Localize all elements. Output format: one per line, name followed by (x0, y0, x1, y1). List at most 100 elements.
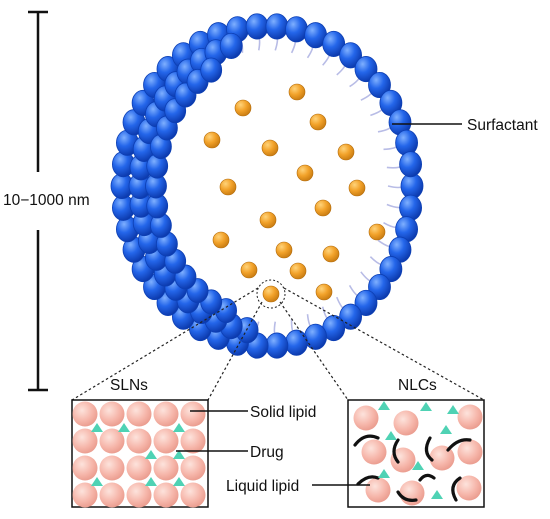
liquid-lipid-arc (418, 473, 436, 482)
core-drug-molecule (322, 245, 340, 263)
solid-lipid-particle (126, 428, 152, 454)
core-drug-molecule (259, 211, 277, 229)
solid-lipid-particle (72, 482, 98, 508)
liquid-lipid-arc (392, 438, 400, 464)
surfactant-head (395, 129, 419, 156)
core-drug-molecule (203, 131, 221, 149)
core-drug-molecule (289, 262, 307, 280)
solid-lipid-particle (153, 455, 179, 481)
surfactant-head (245, 13, 269, 40)
solid-lipid-particle (457, 404, 483, 430)
solid-lipid-particle (393, 410, 419, 436)
sln-lipid-grid (72, 401, 206, 508)
solid-lipid-particle (126, 401, 152, 427)
zoom-line-nlc-right (283, 287, 485, 401)
solid-lipid-particle (457, 439, 483, 465)
surfactant-head (219, 32, 243, 59)
surfactant-head (354, 56, 378, 83)
solid-lipid-particle (353, 405, 379, 431)
surfactant-head (379, 256, 403, 283)
drug-triangle (431, 490, 443, 499)
drug-triangle (378, 469, 390, 478)
zoom-line-sln-right (207, 301, 263, 401)
surfactant-head (304, 323, 328, 350)
surfactant-head (339, 303, 363, 330)
core-drug-molecule (219, 178, 237, 196)
solid-lipid-particle (126, 482, 152, 508)
solid-lipid-particle (99, 401, 125, 427)
core-drug-molecule (212, 231, 230, 249)
drug-triangle (385, 431, 397, 440)
nlc-contents (353, 401, 483, 506)
core-drug-molecule (262, 285, 280, 303)
scale-bar-label: 10−1000 nm (3, 192, 90, 209)
nanoparticle (110, 13, 424, 359)
solid-lipid-particle (365, 477, 391, 503)
surfactant-head (285, 329, 308, 356)
core-drug-molecule (261, 139, 279, 157)
zoom-lines (71, 287, 485, 401)
drug-triangle (173, 477, 185, 486)
solid-lipid-particle (72, 428, 98, 454)
surfactant-head (354, 289, 378, 316)
nlc-panel (347, 399, 485, 508)
scale-bar: 10−1000 nm (3, 10, 90, 392)
liquid-lipid-arc (396, 490, 418, 502)
liquid-lipid-arc (356, 475, 380, 486)
core-drug-molecule (309, 113, 327, 131)
drug-triangle (440, 425, 452, 434)
core-drug-molecule (314, 199, 332, 217)
surfactant-head (339, 42, 363, 69)
solid-lipid-particle (99, 428, 125, 454)
surfactant-head (265, 332, 289, 359)
liquid-lipid-arc (424, 436, 434, 462)
liquid-lipid-label: Liquid lipid (226, 478, 299, 495)
solid-lipid-particle (72, 455, 98, 481)
solid-lipid-particle (180, 455, 206, 481)
core-drug-molecule (234, 99, 252, 117)
solid-lipid-particle (180, 482, 206, 508)
core-drug-molecule (337, 143, 355, 161)
core-drug-molecule (348, 179, 366, 197)
drug-triangle (173, 423, 185, 432)
surfactant-heads (110, 13, 424, 359)
surfactant-head (200, 57, 223, 83)
solid-lipid-particle (361, 439, 387, 465)
zoom-line-sln-left (71, 287, 259, 401)
drug-triangle (91, 477, 103, 486)
solid-lipid-particle (390, 447, 416, 473)
drug-label: Drug (250, 444, 284, 461)
solid-lipid-label: Solid lipid (250, 404, 316, 421)
drug-triangle (173, 450, 185, 459)
solid-lipid-particle (429, 445, 455, 471)
core-drug-molecule (288, 83, 306, 101)
sln-panel-title: SLNs (110, 377, 148, 394)
solid-lipid-particle (180, 428, 206, 454)
solid-lipid-particle (456, 475, 482, 501)
drug-triangle (447, 405, 459, 414)
core-drug-molecules (203, 83, 386, 303)
drug-triangle (91, 423, 103, 432)
liquid-lipid-arc (446, 438, 472, 452)
surfactant-label: Surfactant (467, 117, 538, 134)
surfactant-head (399, 151, 423, 178)
zoom-focus-circle (256, 279, 286, 309)
drug-triangle (420, 402, 432, 411)
solid-lipid-particle (99, 455, 125, 481)
surfactant-head (368, 71, 391, 99)
solid-lipid-particle (153, 428, 179, 454)
surfactant-head (265, 13, 289, 40)
core-drug-molecule (296, 164, 314, 182)
core-drug-molecule (315, 283, 333, 301)
surfactant-head (368, 273, 391, 301)
drug-triangle (378, 401, 390, 410)
core-drug-molecule (240, 261, 258, 279)
core-drug-molecule (368, 223, 386, 241)
solid-lipid-particle (153, 401, 179, 427)
solid-lipid-particle (153, 482, 179, 508)
drug-triangle (145, 477, 157, 486)
surfactant-head (322, 30, 346, 57)
surfactant-head (399, 194, 423, 221)
liquid-lipid-arc (353, 434, 380, 447)
